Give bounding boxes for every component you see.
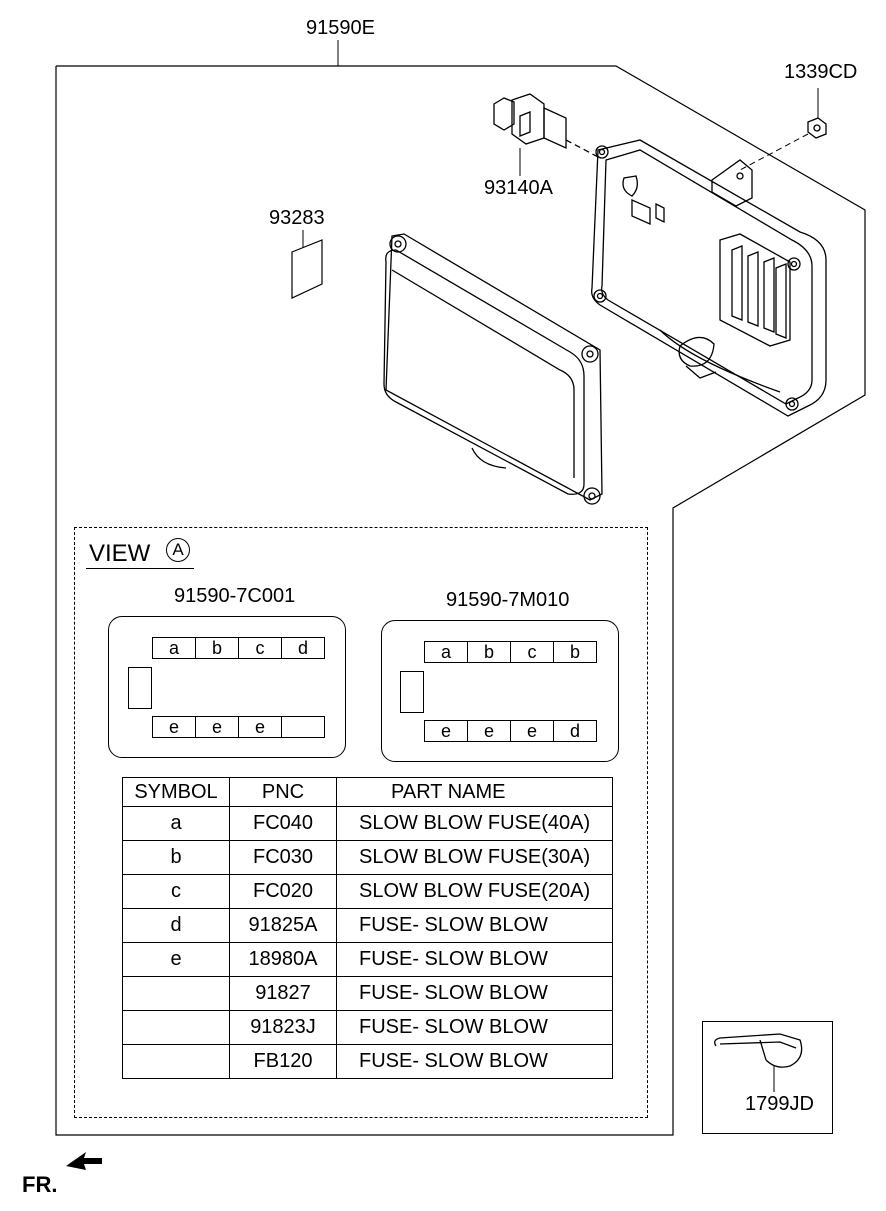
fuse-slot: b — [195, 637, 239, 659]
cable-tie-frame — [702, 1021, 833, 1134]
view-marker: A — [166, 538, 190, 562]
cell-pnc: 91825A — [229, 908, 337, 943]
connector-drawing — [493, 93, 601, 159]
panel-1-part-number: 91590-7C001 — [174, 585, 296, 607]
table-row: b FC030 SLOW BLOW FUSE(30A) — [122, 840, 613, 875]
fuse-panel-2: a b c b e e e d — [381, 620, 619, 762]
panel-1-side-slot — [128, 667, 152, 709]
table-row: 91823J FUSE- SLOW BLOW — [122, 1010, 613, 1045]
fuse-slot: e — [510, 720, 554, 742]
fuse-slot: e — [467, 720, 511, 742]
panel-2-part-number: 91590-7M010 — [446, 589, 570, 611]
fuse-slot: c — [510, 641, 554, 663]
cable-tie-drawing — [714, 1033, 803, 1068]
header-symbol: SYMBOL — [122, 777, 230, 807]
cell-symbol: a — [122, 806, 230, 841]
assembly-outline — [55, 65, 866, 1136]
cell-part-name: SLOW BLOW FUSE(30A) — [336, 840, 613, 875]
fuse-box-housing — [591, 139, 827, 417]
panel-2-side-slot — [400, 671, 424, 713]
table-row: c FC020 SLOW BLOW FUSE(20A) — [122, 874, 613, 909]
fuse-slot: a — [424, 641, 468, 663]
fuse-slot: b — [553, 641, 597, 663]
view-title: VIEW — [89, 540, 151, 567]
cell-pnc: FB120 — [229, 1044, 337, 1079]
fuse-slot: e — [152, 716, 196, 738]
header-part-name: PART NAME — [336, 777, 613, 807]
fuse-slot: a — [152, 637, 196, 659]
fuse-slot: c — [238, 637, 282, 659]
fuse-slot — [281, 716, 325, 738]
parts-table: SYMBOL PNC PART NAME a FC040 SLOW BLOW F… — [122, 777, 613, 1079]
fuse-slot: d — [553, 720, 597, 742]
cell-symbol — [122, 1010, 230, 1045]
cell-symbol: d — [122, 908, 230, 943]
tie-part-number: 1799JD — [745, 1093, 814, 1115]
label-part-number: 93283 — [269, 207, 325, 229]
main-part-number: 91590E — [306, 17, 375, 39]
cell-pnc: FC030 — [229, 840, 337, 875]
panel-2-bottom-row: e e e d — [424, 720, 597, 742]
cell-pnc: FC040 — [229, 806, 337, 841]
connector-part-number: 93140A — [484, 177, 553, 199]
cell-part-name: SLOW BLOW FUSE(40A) — [336, 806, 613, 841]
label-93283-drawing — [291, 239, 323, 299]
panel-2-top-row: a b c b — [424, 641, 597, 663]
cell-symbol — [122, 976, 230, 1011]
cell-part-name: FUSE- SLOW BLOW — [336, 908, 613, 943]
cell-pnc: 18980A — [229, 942, 337, 977]
cell-pnc: FC020 — [229, 874, 337, 909]
cell-part-name: FUSE- SLOW BLOW — [336, 976, 613, 1011]
header-pnc: PNC — [229, 777, 337, 807]
cell-symbol: c — [122, 874, 230, 909]
fuse-slot: e — [195, 716, 239, 738]
panel-1-top-row: a b c d — [152, 637, 325, 659]
front-label: FR. — [22, 1172, 58, 1197]
nut-part-number: 1339CD — [784, 61, 858, 83]
fuse-slot: e — [424, 720, 468, 742]
fuse-slot: d — [281, 637, 325, 659]
nut-dash — [739, 133, 809, 171]
table-row: e 18980A FUSE- SLOW BLOW — [122, 942, 613, 977]
fuse-panel-1: a b c d e e e — [108, 616, 346, 758]
nut-drawing — [807, 117, 827, 139]
table-row: d 91825A FUSE- SLOW BLOW — [122, 908, 613, 943]
cell-part-name: FUSE- SLOW BLOW — [336, 1010, 613, 1045]
cell-symbol: e — [122, 942, 230, 977]
table-row: FB120 FUSE- SLOW BLOW — [122, 1044, 613, 1079]
cell-symbol — [122, 1044, 230, 1079]
fuse-box-cover — [383, 233, 603, 505]
fuse-slot: e — [238, 716, 282, 738]
cell-part-name: FUSE- SLOW BLOW — [336, 942, 613, 977]
fuse-slot: b — [467, 641, 511, 663]
table-row: a FC040 SLOW BLOW FUSE(40A) — [122, 806, 613, 841]
cell-pnc: 91827 — [229, 976, 337, 1011]
cell-part-name: SLOW BLOW FUSE(20A) — [336, 874, 613, 909]
front-arrow-icon — [66, 1152, 102, 1170]
view-underline — [86, 568, 194, 569]
cell-pnc: 91823J — [229, 1010, 337, 1045]
panel-1-bottom-row: e e e — [152, 716, 325, 738]
table-header-row: SYMBOL PNC PART NAME — [122, 777, 613, 807]
view-section — [74, 527, 648, 1118]
cell-part-name: FUSE- SLOW BLOW — [336, 1044, 613, 1079]
cell-symbol: b — [122, 840, 230, 875]
table-row: 91827 FUSE- SLOW BLOW — [122, 976, 613, 1011]
